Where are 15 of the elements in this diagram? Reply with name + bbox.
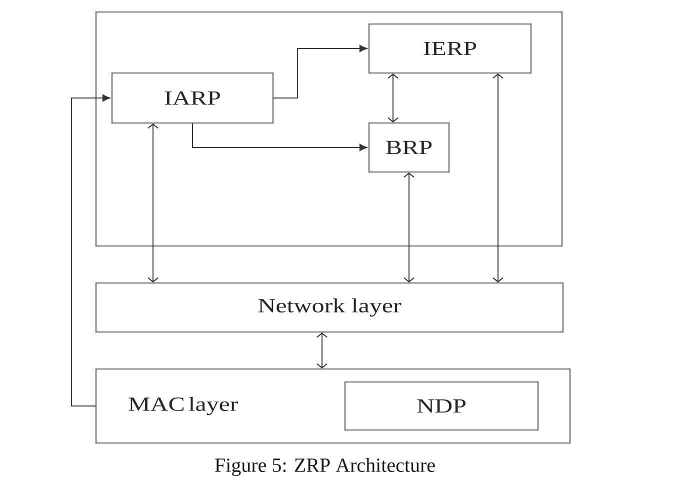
container-box xyxy=(95,11,563,247)
process-box: BRP xyxy=(368,122,450,173)
arrow xyxy=(192,123,368,152)
double-arrow xyxy=(148,124,158,282)
process-box: NDP xyxy=(344,381,539,431)
layer-box: Network layer xyxy=(95,282,564,333)
arrow xyxy=(70,94,110,406)
double-arrow xyxy=(388,74,398,122)
process-box: IERP xyxy=(368,23,532,74)
arrow xyxy=(273,44,368,98)
caption: Figure 5: ZRP Architecture xyxy=(215,458,435,476)
double-arrow xyxy=(404,172,414,282)
double-arrow xyxy=(492,74,504,282)
double-arrow xyxy=(316,332,328,368)
process-box: IARP xyxy=(111,72,274,124)
